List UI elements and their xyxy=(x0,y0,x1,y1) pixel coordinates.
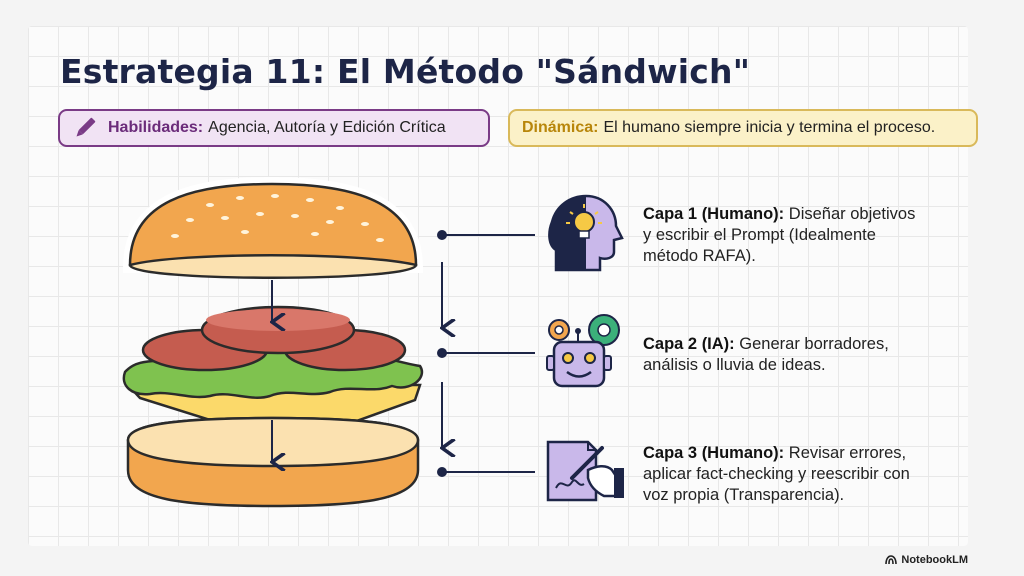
dynamics-text: El humano siempre inicia y termina el pr… xyxy=(603,119,936,136)
notebooklm-badge: NotebookLM xyxy=(885,554,968,566)
layer-1-text: Capa 1 (Humano): Diseñar objetivos y esc… xyxy=(643,204,973,267)
skills-text: Agencia, Autoría y Edición Crítica xyxy=(208,119,446,136)
layer-2-line-2: análisis o lluvia de ideas. xyxy=(643,356,826,374)
layer-2-text: Capa 2 (IA): Generar borradores, análisi… xyxy=(643,334,973,376)
dynamics-label: Dinámica: xyxy=(522,119,599,136)
skills-label: Habilidades: xyxy=(108,119,204,136)
page-title: Estrategia 11: El Método "Sándwich" xyxy=(60,52,751,91)
layer-3-line-2: aplicar fact-checking y reescribir con xyxy=(643,465,910,483)
layer-2-line-1: Generar borradores, xyxy=(739,335,889,353)
layer-2-label: Capa 2 (IA): xyxy=(643,335,735,353)
layer-1-label: Capa 1 (Humano): xyxy=(643,205,785,223)
top-bun-illustration xyxy=(122,176,424,279)
connector-lines xyxy=(437,230,535,477)
badge-text: NotebookLM xyxy=(901,554,968,566)
layer-3-label: Capa 3 (Humano): xyxy=(643,444,785,462)
notebooklm-logo-icon xyxy=(885,555,898,565)
dynamics-pill: Dinámica: El humano siempre inicia y ter… xyxy=(508,109,978,147)
layer-3-line-3: voz propia (Transparencia). xyxy=(643,486,845,504)
pencil-icon xyxy=(76,117,96,137)
robot-gears-icon xyxy=(546,314,620,388)
layer-1-line-1: Diseñar objetivos xyxy=(788,205,916,223)
human-idea-icon xyxy=(548,194,624,272)
layer-3-text: Capa 3 (Humano): Revisar errores, aplica… xyxy=(643,443,973,506)
layer-3-line-1: Revisar errores, xyxy=(788,444,907,462)
layer-1-line-2: y escribir el Prompt (Idealmente xyxy=(643,226,876,244)
hand-writing-icon xyxy=(546,440,624,502)
layer-1-line-3: método RAFA). xyxy=(643,247,756,265)
meat-patties-illustration xyxy=(141,305,407,372)
skills-pill: Habilidades: Agencia, Autoría y Edición … xyxy=(58,109,490,147)
